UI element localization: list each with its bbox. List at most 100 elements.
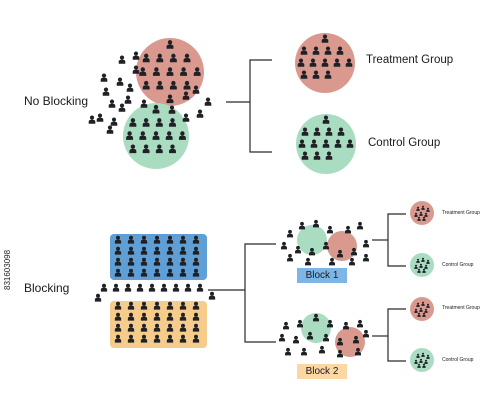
person-head bbox=[129, 268, 133, 273]
person-body bbox=[295, 249, 301, 254]
block-1-control-label: Control Group bbox=[442, 262, 474, 268]
person-head bbox=[116, 334, 120, 339]
person-head bbox=[111, 117, 117, 122]
person-body bbox=[140, 338, 148, 343]
person-body bbox=[419, 213, 423, 216]
person-body bbox=[363, 257, 369, 262]
person-head bbox=[157, 80, 162, 86]
block-1-member-icon bbox=[179, 268, 187, 277]
person-head bbox=[421, 352, 425, 355]
person-body bbox=[153, 239, 161, 244]
person-head bbox=[168, 257, 172, 262]
person-body bbox=[156, 85, 164, 90]
person-head bbox=[125, 95, 131, 100]
person-head bbox=[181, 246, 185, 251]
block-1-member-icon bbox=[166, 235, 174, 244]
person-body bbox=[310, 143, 318, 148]
person-head bbox=[195, 67, 200, 72]
person-body bbox=[279, 337, 285, 342]
person-head bbox=[325, 46, 331, 51]
block-2-member-icon bbox=[127, 323, 135, 332]
person-head bbox=[194, 235, 198, 240]
block-2-treatment-subgroup-member-icon bbox=[416, 302, 420, 307]
treatment-member-icon bbox=[183, 80, 191, 90]
person-head bbox=[168, 323, 172, 328]
person-head bbox=[417, 312, 421, 315]
person-head bbox=[286, 347, 290, 352]
block-2-treatment-subgroup-member-icon bbox=[422, 312, 426, 317]
person-head bbox=[421, 257, 425, 260]
person-head bbox=[170, 118, 175, 123]
treatment-member-icon bbox=[166, 67, 174, 76]
person-head bbox=[364, 253, 368, 258]
person-body bbox=[127, 338, 135, 343]
person-head bbox=[142, 334, 146, 339]
person-body bbox=[140, 327, 148, 332]
person-head bbox=[416, 302, 420, 305]
person-body bbox=[321, 62, 329, 67]
block-1-person-icon bbox=[305, 257, 311, 266]
block-1-member-icon bbox=[153, 246, 161, 255]
person-body bbox=[106, 129, 114, 134]
block-2-member-icon bbox=[166, 334, 174, 343]
person-body bbox=[336, 50, 344, 55]
person-head bbox=[302, 151, 308, 156]
person-body bbox=[166, 250, 174, 255]
person-head bbox=[157, 53, 162, 59]
person-body bbox=[178, 135, 186, 140]
person-body bbox=[129, 122, 137, 127]
block-2-person-icon bbox=[279, 333, 285, 342]
block-1-member-icon bbox=[127, 246, 135, 255]
treatment-group-member-icon bbox=[321, 58, 329, 67]
person-head bbox=[129, 323, 133, 328]
block-1-treatment-subgroup-member-icon bbox=[417, 216, 421, 221]
person-head bbox=[174, 283, 178, 288]
block-1-member-icon bbox=[192, 246, 200, 255]
block-1-control-subgroup-member-icon bbox=[414, 264, 418, 269]
person-body bbox=[166, 239, 174, 244]
person-body bbox=[422, 270, 426, 273]
block-2-person-icon bbox=[283, 321, 289, 330]
person-body bbox=[142, 122, 150, 127]
control-group-member-icon bbox=[322, 115, 330, 124]
person-body bbox=[169, 148, 176, 154]
treatment-member-icon bbox=[152, 67, 160, 76]
person-head bbox=[155, 301, 159, 306]
population-person-icon bbox=[124, 95, 132, 104]
person-head bbox=[421, 205, 425, 208]
person-body bbox=[416, 304, 420, 307]
block-2-member-icon bbox=[127, 312, 135, 321]
person-body bbox=[414, 310, 418, 313]
person-head bbox=[114, 283, 118, 288]
control-group-member-icon bbox=[322, 139, 330, 148]
person-body bbox=[301, 155, 309, 160]
person-head bbox=[298, 58, 304, 63]
person-head bbox=[127, 131, 132, 136]
person-head bbox=[338, 337, 342, 342]
person-head bbox=[422, 363, 426, 366]
person-body bbox=[114, 250, 122, 255]
block-2-member-icon bbox=[166, 323, 174, 332]
person-head bbox=[306, 257, 310, 262]
population-person-icon bbox=[140, 99, 148, 108]
person-head bbox=[310, 58, 316, 63]
person-body bbox=[153, 305, 161, 310]
person-head bbox=[325, 70, 331, 75]
person-body bbox=[166, 44, 174, 49]
person-body bbox=[417, 270, 421, 273]
person-head bbox=[142, 268, 146, 273]
control-member-icon bbox=[142, 118, 150, 127]
block-2-control-subgroup-member-icon bbox=[426, 354, 430, 359]
person-head bbox=[138, 283, 142, 288]
person-body bbox=[114, 316, 122, 321]
split-branch-line bbox=[249, 59, 272, 153]
person-body bbox=[165, 135, 173, 140]
person-head bbox=[171, 53, 176, 59]
stock-id-watermark: 831603098 bbox=[3, 249, 12, 290]
population-person-icon bbox=[106, 125, 114, 134]
person-head bbox=[414, 264, 418, 267]
block-2-member-icon bbox=[127, 334, 135, 343]
person-head bbox=[183, 91, 189, 96]
person-head bbox=[184, 80, 190, 86]
person-body bbox=[118, 59, 126, 64]
